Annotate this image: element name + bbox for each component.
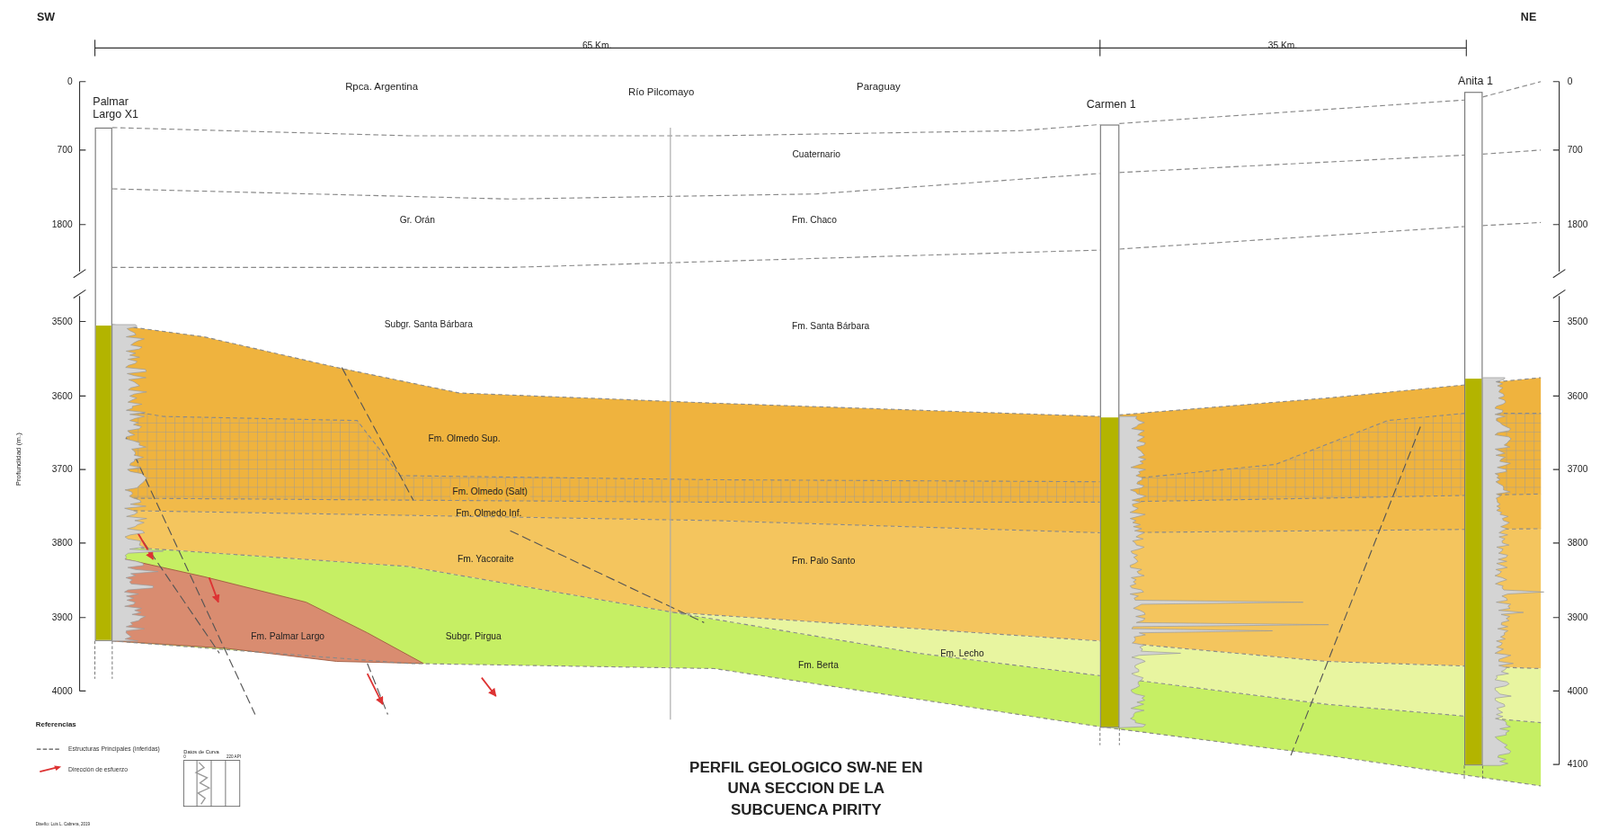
formation-name: Fm. Olmedo Inf. [455,507,522,519]
depth-tick: 3600 [1567,391,1589,402]
well-name: Carmen 1 [1086,97,1137,111]
depth-tick: 3800 [52,537,73,549]
depth-tick: 4000 [1567,685,1589,697]
map-label: 35 Km. [1268,40,1298,52]
well-name: Palmar Largo X1 [92,94,139,120]
formation-name: Subgr. Pirgua [445,631,502,642]
stress-sample [39,767,56,773]
depth-tick: 700 [57,144,73,156]
legend-text: Estructuras Principales (inferidas) [68,746,160,753]
gamma-ray-log [1482,377,1544,765]
formation-name: Cuaternario [791,149,840,160]
legend-text: Dirección de esfuerzo [68,765,128,773]
formation-name: Subgr. Santa Bárbara [384,319,473,330]
map-label: Río Pilcomayo [628,86,694,98]
formation-name: Fm. Olmedo Sup. [427,433,500,445]
formation-name: Fm. Chaco [791,214,837,226]
well-name-wrap: Anita 1 [1424,74,1528,88]
depth-tick: 700 [1567,144,1583,156]
depth-tick: 3900 [1567,612,1589,623]
well-name: Anita 1 [1457,74,1494,88]
well-name-wrap: Carmen 1 [1059,97,1163,111]
well-column: Anita 1 [1464,91,1483,765]
formation-name: Fm. Palo Santo [791,555,855,567]
depth-tick: 0 [67,76,73,88]
depth-tick: 3700 [52,463,73,475]
depth-tick: 3800 [1567,537,1589,549]
depth-tick: 0 [1567,76,1574,88]
formation-name: Fm. Berta [798,659,839,671]
formation-name: Fm. Olmedo (Salt) [450,486,530,498]
map-label: 0 [183,755,187,760]
map-label: NE [1520,10,1537,24]
legend-sample [35,745,63,754]
depth-tick: 4100 [1567,758,1589,770]
fault-sample [36,748,62,750]
map-label: Rpca. Argentina [345,80,418,93]
cored-interval [1465,378,1482,765]
figure-title: PERFIL GEOLOGICO SW-NE EN UNA SECCION DE… [688,756,924,819]
depth-tick: 3700 [1567,463,1589,475]
well-column: Palmar Largo X1 [95,127,113,641]
depth-tick: 3500 [1567,316,1589,328]
map-label: 220 API [226,755,241,760]
gamma-ray-log [112,324,164,641]
stress-sample-head [53,764,62,771]
legend-row: Dirección de esfuerzo [35,764,128,774]
depth-tick: 1800 [52,219,73,231]
well-name-wrap: Palmar Largo X1 [92,94,156,121]
formation-name: Fm. Santa Bárbara [791,320,870,332]
map-label: Diseño: Luis L. Cabrera, 2019 [35,822,90,827]
depth-tick: 3600 [52,391,73,402]
depth-tick: 4000 [52,685,73,697]
formation-name: Fm. Lecho [940,648,984,659]
legend-row: Estructuras Principales (inferidas) [35,745,160,754]
legend-sample [35,764,63,774]
map-label: Paraguay [856,80,901,93]
cored-interval [96,325,112,640]
depth-tick: 3500 [52,316,73,328]
cored-interval [1101,417,1119,727]
gamma-ray-log [1119,416,1329,728]
map-label: SW [36,10,55,24]
formation-name: Fm. Yacoraite [457,553,515,565]
map-label: Profundidad (m.) [14,432,23,486]
formation-name: Gr. Orán [400,214,436,226]
depth-tick: 1800 [1567,219,1589,231]
map-label: Referencias [35,720,77,729]
formation-name: Fm. Palmar Largo [250,631,325,642]
map-label: Datos de Curva [183,748,219,756]
depth-tick: 3900 [52,612,73,623]
map-label: 65 Km. [582,40,612,52]
well-column: Carmen 1 [1100,124,1120,728]
